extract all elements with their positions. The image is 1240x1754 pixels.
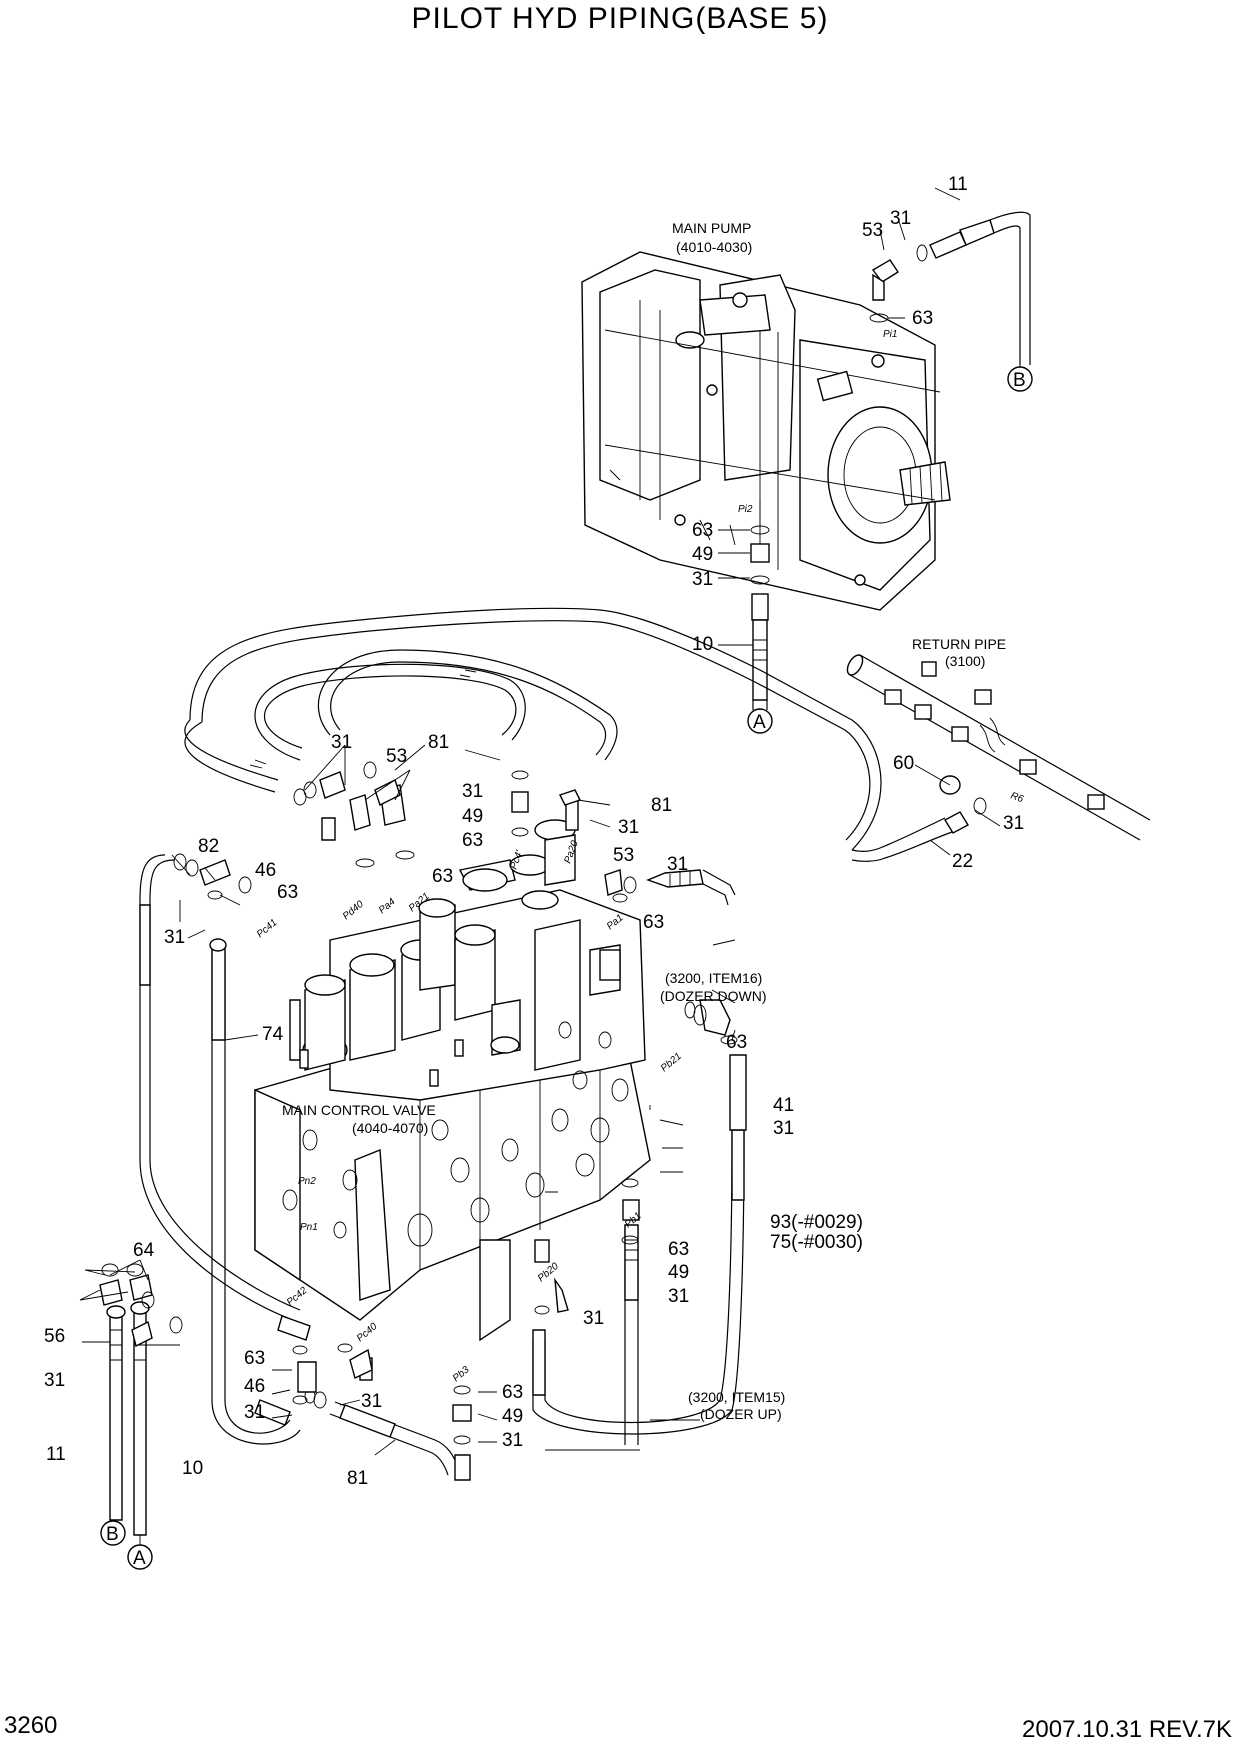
part-53-top: 53	[862, 220, 883, 241]
part-31-r2: 31	[667, 854, 688, 875]
part-46-l: 46	[255, 860, 276, 881]
dozer-down-ref: (3200, ITEM16)	[665, 970, 762, 986]
part-56: 56	[44, 1326, 65, 1347]
port-pi2: Pi2	[738, 504, 753, 515]
main-control-valve-drawing	[254, 819, 651, 1342]
part-31-r6: 31	[1003, 813, 1024, 834]
part-31-r: 31	[618, 817, 639, 838]
port-pb20: Pb20	[536, 1261, 561, 1285]
part-63-pb1: 63	[668, 1239, 689, 1260]
part-11-bl: 11	[46, 1444, 66, 1465]
part-49-pb1: 49	[668, 1262, 689, 1283]
part-63-mid: 63	[432, 866, 453, 887]
part-22: 22	[952, 851, 973, 872]
dozer-down-label: (DOZER DOWN)	[660, 988, 767, 1004]
part-10-bl: 10	[182, 1458, 203, 1479]
part-63-pb3: 63	[502, 1382, 523, 1403]
upper-pilot-hoses	[184, 607, 882, 851]
part-82: 82	[198, 836, 219, 857]
part-49-c: 49	[462, 806, 483, 827]
part-64: 64	[133, 1240, 155, 1261]
part-31-l: 31	[164, 927, 185, 948]
connector-b-top: B	[1013, 370, 1026, 391]
part-63-l: 63	[277, 882, 298, 903]
hose-75-label: 75(-#0030)	[770, 1232, 863, 1253]
return-pipe-drawing	[846, 654, 1151, 862]
part-31-top: 31	[890, 208, 911, 229]
part-41: 41	[773, 1095, 794, 1116]
part-63-c: 63	[462, 830, 483, 851]
part-63-pb21: 63	[726, 1032, 747, 1053]
part-31-pb1: 31	[668, 1286, 689, 1307]
port-pc42: Pc42	[285, 1285, 310, 1308]
part-31-bl: 31	[44, 1370, 65, 1391]
part-81-top: 81	[428, 732, 449, 753]
main-pump-drawing	[581, 251, 951, 611]
part-63-top: 63	[912, 308, 933, 329]
dozer-up-ref: (3200, ITEM15)	[688, 1389, 785, 1405]
part-60: 60	[893, 753, 914, 774]
main-pump-ref: (4010-4030)	[676, 239, 752, 255]
part-31-b2: 31	[361, 1391, 382, 1412]
port-pd40: Pd40	[341, 899, 366, 923]
dozer-lines	[532, 869, 747, 1445]
mcv-label: MAIN CONTROL VALVE	[282, 1102, 436, 1118]
leader-lines	[79, 187, 1001, 1456]
mcv-pilot-fittings	[131, 761, 637, 1379]
connector-b-bottom: B	[106, 1524, 119, 1545]
part-81-r: 81	[651, 795, 672, 816]
port-pc40: Pc40	[355, 1321, 380, 1344]
part-31-mid: 31	[331, 732, 352, 753]
page-number: 3260	[4, 1712, 58, 1739]
part-31-pb3: 31	[502, 1430, 523, 1451]
hose-93-label: 93(-#0029)	[770, 1212, 863, 1233]
part-63-pi2: 63	[692, 520, 713, 541]
port-pb21: Pb21	[659, 1051, 684, 1074]
connector-a-bottom: A	[133, 1548, 146, 1569]
part-31-c: 31	[462, 781, 483, 802]
part-49-pb3: 49	[502, 1406, 523, 1427]
part-53-mid: 53	[386, 746, 407, 767]
page-title: PILOT HYD PIPING(BASE 5)	[411, 2, 829, 35]
mcv-ref: (4040-4070)	[352, 1120, 428, 1136]
lower-hose-81	[292, 1277, 569, 1481]
part-53-r: 53	[613, 845, 634, 866]
part-10-top: 10	[692, 634, 713, 655]
part-31-pb20: 31	[583, 1308, 604, 1329]
part-74: 74	[262, 1024, 284, 1045]
part-63-r2: 63	[643, 912, 664, 933]
revision-date: 2007.10.31 REV.7K	[1022, 1716, 1232, 1743]
connector-a-top: A	[753, 712, 766, 733]
return-pipe-ref: (3100)	[945, 653, 985, 669]
part-63-b: 63	[244, 1348, 265, 1369]
port-pa4: Pa4	[377, 896, 398, 916]
connector-marks	[100, 365, 1033, 1570]
return-pipe-label: RETURN PIPE	[912, 636, 1006, 652]
pi1-fittings	[869, 211, 1031, 365]
part-31-pi2: 31	[692, 569, 713, 590]
part-31-41: 31	[773, 1118, 794, 1139]
port-pn1: Pn1	[300, 1222, 318, 1233]
port-pn2: Pn2	[298, 1176, 316, 1187]
part-81-b: 81	[347, 1468, 368, 1489]
part-49-pi2: 49	[692, 544, 713, 565]
part-46-b: 46	[244, 1376, 265, 1397]
port-pi1: Pi1	[883, 329, 897, 340]
port-pc41: Pc41	[255, 917, 280, 940]
part-11-top: 11	[948, 174, 968, 195]
port-pb3: Pb3	[451, 1364, 472, 1384]
pi2-fittings	[750, 500, 770, 710]
dozer-up-label: (DOZER UP)	[700, 1406, 782, 1422]
port-r6: R6	[1009, 790, 1025, 805]
main-pump-label: MAIN PUMP	[672, 220, 751, 236]
part-31-b: 31	[244, 1402, 265, 1423]
